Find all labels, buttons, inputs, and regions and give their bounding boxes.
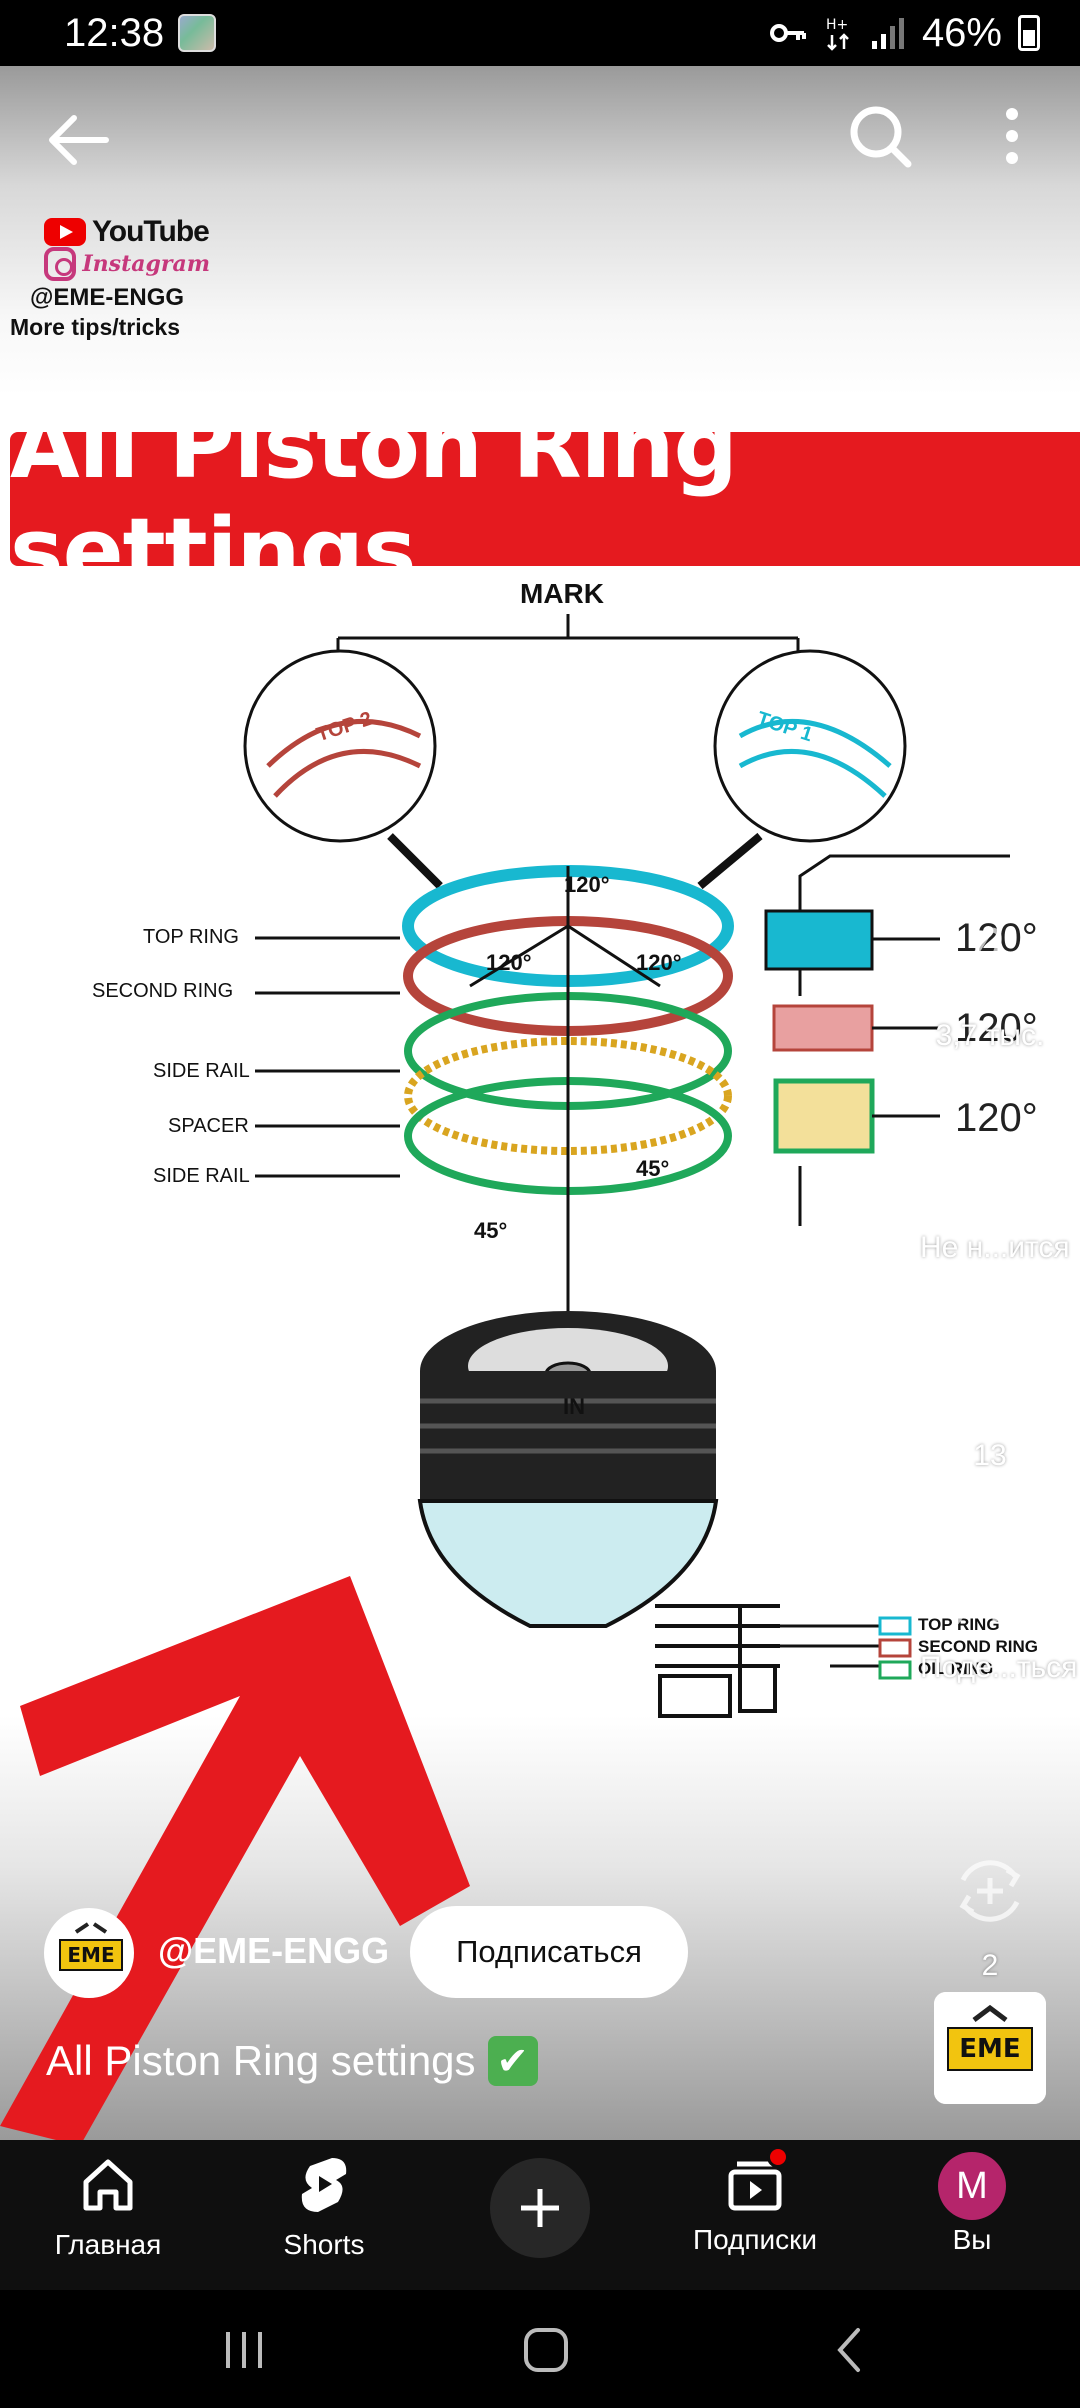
nav-home-label: Главная xyxy=(54,2229,162,2260)
comment-icon xyxy=(954,1347,1026,1417)
ring-label-spacer: SPACER xyxy=(168,1115,249,1137)
recent-apps-icon[interactable] xyxy=(214,2320,274,2380)
back-nav-icon[interactable] xyxy=(820,2320,880,2380)
ring-label-side-rail-1: SIDE RAIL xyxy=(153,1060,250,1082)
red-arrow-overlay xyxy=(0,1576,470,2140)
legend-oil-ring: OIL RING xyxy=(918,1659,994,1678)
banner-title-text: All Piston Ring settings xyxy=(10,394,738,604)
nav-home[interactable]: Главная xyxy=(18,2152,198,2261)
angle-label-2: 120° xyxy=(486,950,532,975)
side-angle-2: 120° xyxy=(955,1006,1038,1050)
status-bar: 12:38 H+ 46% xyxy=(0,0,1080,66)
share-icon xyxy=(954,1561,1028,1625)
vpn-key-icon xyxy=(769,24,806,42)
watermark-youtube-line: YouTube xyxy=(44,215,210,248)
check-mark-emoji-icon: ✔ xyxy=(487,2036,538,2086)
piston-ring-diagram: MARK TOP 2 TOP 1 TOP RING SECOND RING SI… xyxy=(0,566,1080,1766)
svg-text:H+: H+ xyxy=(826,17,848,33)
share-button[interactable]: Поде...ться xyxy=(920,1548,1078,1685)
signal-icon xyxy=(871,18,904,49)
dislike-label: Не н...ится xyxy=(920,1231,1070,1264)
notification-thumbnail-icon xyxy=(178,14,217,52)
comments-count: 13 xyxy=(973,1439,1007,1472)
status-icons: H+ 46% xyxy=(768,11,1040,56)
legend-second-ring: SECOND RING xyxy=(918,1637,1038,1656)
piston-in-label: IN xyxy=(563,1394,585,1419)
angle-45-1: 45° xyxy=(636,1156,670,1181)
ring-label-top: TOP RING xyxy=(143,926,239,948)
video-watermark: YouTube Instagram @EME-ENGG More tips/tr… xyxy=(10,215,210,341)
shorts-icon xyxy=(301,2158,347,2212)
dislike-button[interactable]: Не н...ится xyxy=(920,1128,1070,1265)
status-time: 12:38 xyxy=(64,10,165,55)
battery-percent: 46% xyxy=(921,10,1002,55)
remix-button[interactable]: 2 xyxy=(920,1846,1060,1983)
ring-label-second: SECOND RING xyxy=(92,980,234,1002)
nav-you-label: Вы xyxy=(952,2224,992,2255)
watermark-youtube: YouTube xyxy=(92,215,210,248)
nav-subscriptions[interactable]: Подписки xyxy=(665,2146,845,2256)
plus-icon xyxy=(521,2189,559,2227)
angle-label-3: 120° xyxy=(636,950,682,975)
nav-shorts[interactable]: Shorts xyxy=(234,2152,414,2261)
comments-button[interactable]: 13 xyxy=(920,1336,1060,1473)
data-hplus-icon: H+ xyxy=(826,17,849,51)
watermark-instagram-line: Instagram xyxy=(44,247,210,281)
bottom-navigation: Главная Shorts Подписки M Вы xyxy=(0,2140,1080,2290)
video-title-banner: All Piston Ring settings xyxy=(10,394,1080,604)
nav-subscriptions-label: Подписки xyxy=(692,2224,818,2255)
home-button-icon[interactable] xyxy=(516,2320,576,2380)
channel-name[interactable]: @EME-ENGG xyxy=(158,1930,390,1971)
ring-label-side-rail-2: SIDE RAIL xyxy=(153,1165,250,1187)
channel-avatar[interactable]: EME xyxy=(44,1908,134,1998)
side-angle-3: 120° xyxy=(955,1096,1038,1140)
share-label: Поде...ться xyxy=(920,1651,1078,1684)
thumb-down-icon xyxy=(956,1137,1026,1207)
angle-45-2: 45° xyxy=(474,1218,508,1243)
nav-you[interactable]: M Вы xyxy=(882,2152,1062,2256)
channel-logo-icon: EME xyxy=(47,1911,132,1996)
legend-top-ring: TOP RING xyxy=(918,1615,1000,1634)
watermark-tips: More tips/tricks xyxy=(10,314,180,340)
remix-count: 2 xyxy=(981,1949,999,1982)
channel-avatar-text: EME xyxy=(67,1943,114,1967)
nav-shorts-label: Shorts xyxy=(283,2229,365,2260)
subscribe-button[interactable]: Подписаться xyxy=(410,1906,688,1998)
account-avatar: M xyxy=(938,2152,1006,2220)
instagram-logo-icon xyxy=(44,247,77,281)
subscriptions-notification-dot xyxy=(767,2146,789,2168)
sound-thumbnail-logo-icon: EME xyxy=(934,1992,1046,2104)
watermark-handle: @EME-ENGG xyxy=(30,284,185,311)
subscriptions-icon xyxy=(728,2161,782,2211)
more-vert-icon[interactable] xyxy=(982,96,1042,176)
watermark-instagram: Instagram xyxy=(82,251,210,277)
like-button[interactable]: 3,7 тыс. xyxy=(920,916,1060,1053)
battery-icon xyxy=(1018,15,1040,51)
back-arrow-icon[interactable] xyxy=(40,100,120,180)
diagram-mark-label: MARK xyxy=(520,578,604,609)
sound-thumbnail-text: EME xyxy=(959,2034,1020,2064)
video-title-text: All Piston Ring settings xyxy=(46,2037,476,2084)
thumb-up-icon xyxy=(956,927,1026,997)
short-video-player[interactable]: YouTube Instagram @EME-ENGG More tips/tr… xyxy=(0,66,1080,2140)
piston-ring-illustration xyxy=(243,614,1010,1718)
search-icon[interactable] xyxy=(840,96,920,176)
angle-label-1: 120° xyxy=(564,872,610,897)
sound-thumbnail[interactable]: EME xyxy=(934,1992,1046,2104)
home-icon xyxy=(83,2159,133,2211)
like-count: 3,7 тыс. xyxy=(935,1019,1045,1052)
youtube-logo-icon xyxy=(44,218,86,246)
video-title[interactable]: All Piston Ring settings ✔ xyxy=(46,2036,538,2086)
subscriptions-icon-wrap xyxy=(723,2146,789,2216)
system-navigation-bar xyxy=(0,2290,1080,2408)
create-button[interactable] xyxy=(490,2158,590,2258)
remix-icon xyxy=(959,1860,1021,1922)
